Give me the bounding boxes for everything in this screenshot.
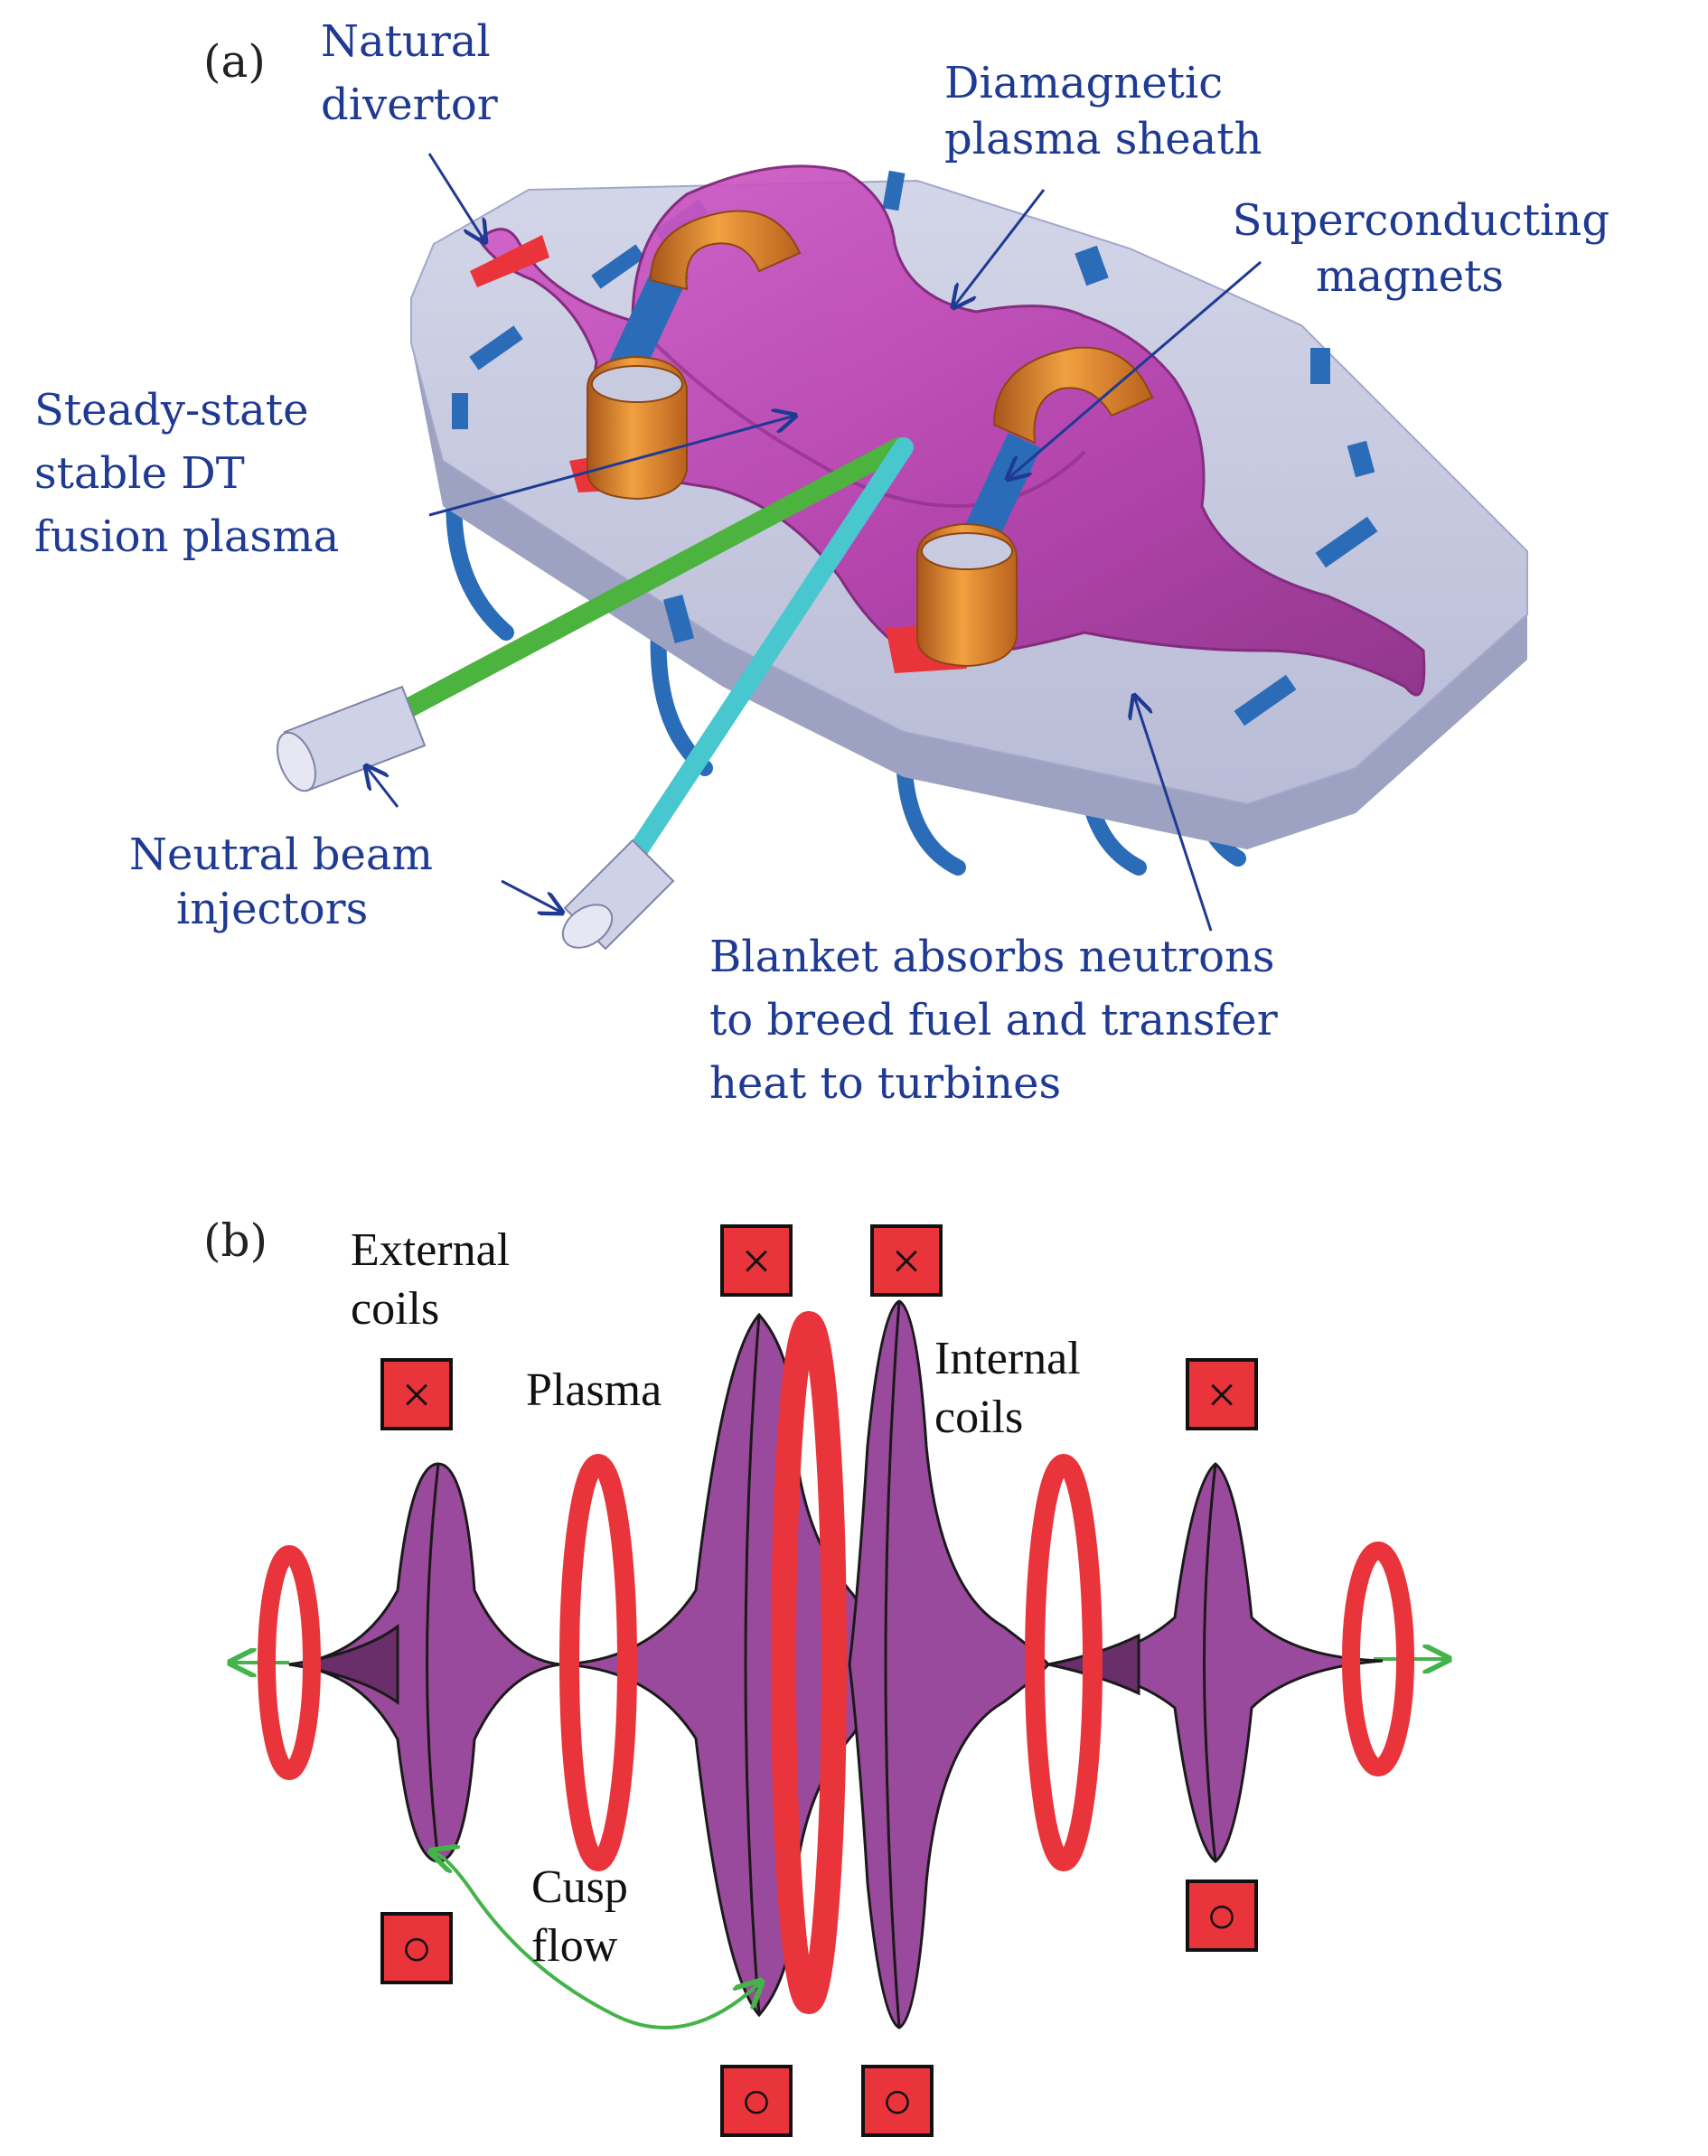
svg-text:○: ○ — [881, 2071, 913, 2130]
coil-symbol-x-4: × — [1186, 1358, 1258, 1430]
svg-text:×: × — [742, 1232, 772, 1290]
coil-symbol-o-3: ○ — [861, 2065, 934, 2137]
ring-coils — [258, 1311, 1414, 2014]
svg-text:×: × — [892, 1232, 922, 1290]
label-fusion-plasma: Steady-state stable DT fusion plasma — [34, 385, 339, 562]
coil-symbol-x-3: × — [870, 1224, 943, 1297]
label-neutral-beam-injectors: Neutral beam injectors — [129, 830, 446, 934]
label-external-coils: External coils — [351, 1224, 521, 1335]
svg-text:×: × — [402, 1365, 432, 1424]
label-diamagnetic-sheath: Diamagnetic plasma sheath — [944, 58, 1262, 164]
neutral-beam-cyan — [561, 437, 914, 951]
label-internal-coils: Internal coils — [934, 1333, 1093, 1443]
cusp-flow-arrow — [434, 1852, 759, 2029]
coil-symbol-o-4: ○ — [1186, 1879, 1258, 1952]
plasma-sheath — [477, 164, 1426, 697]
svg-text:○: ○ — [740, 2071, 772, 2130]
panel-a-tag: (a) — [203, 35, 266, 88]
magnet-left — [587, 210, 802, 501]
coil-symbol-x-1: × — [380, 1358, 453, 1430]
label-blanket: Blanket absorbs neutrons to breed fuel a… — [709, 932, 1291, 1109]
leader-arrows-a — [366, 153, 1262, 932]
neutral-beam-green — [277, 437, 909, 792]
panel-b: × × × × ○ ○ ○ ○ (b — [203, 1214, 1446, 2137]
label-superconducting-magnets: Superconducting magnets — [1233, 195, 1624, 302]
ring-coil-3 — [771, 1311, 847, 2014]
panel-a: (a) Natural divertor Diamagnetic plasma … — [34, 16, 1624, 1109]
panel-b-tag: (b) — [203, 1214, 267, 1267]
svg-text:○: ○ — [400, 1918, 432, 1977]
label-cusp-flow: Cusp flow — [531, 1861, 640, 1972]
ring-coil-4 — [1025, 1454, 1103, 1871]
ring-coil-5 — [1342, 1542, 1414, 1776]
ring-coil-1 — [258, 1545, 321, 1780]
svg-text:×: × — [1207, 1365, 1237, 1424]
label-plasma-b: Plasma — [526, 1364, 662, 1416]
coil-symbol-o-1: ○ — [380, 1912, 453, 1984]
label-natural-divertor: Natural divertor — [321, 16, 504, 130]
coil-symbol-x-2: × — [720, 1224, 793, 1297]
coil-symbol-o-2: ○ — [720, 2065, 793, 2137]
svg-text:○: ○ — [1206, 1886, 1237, 1945]
